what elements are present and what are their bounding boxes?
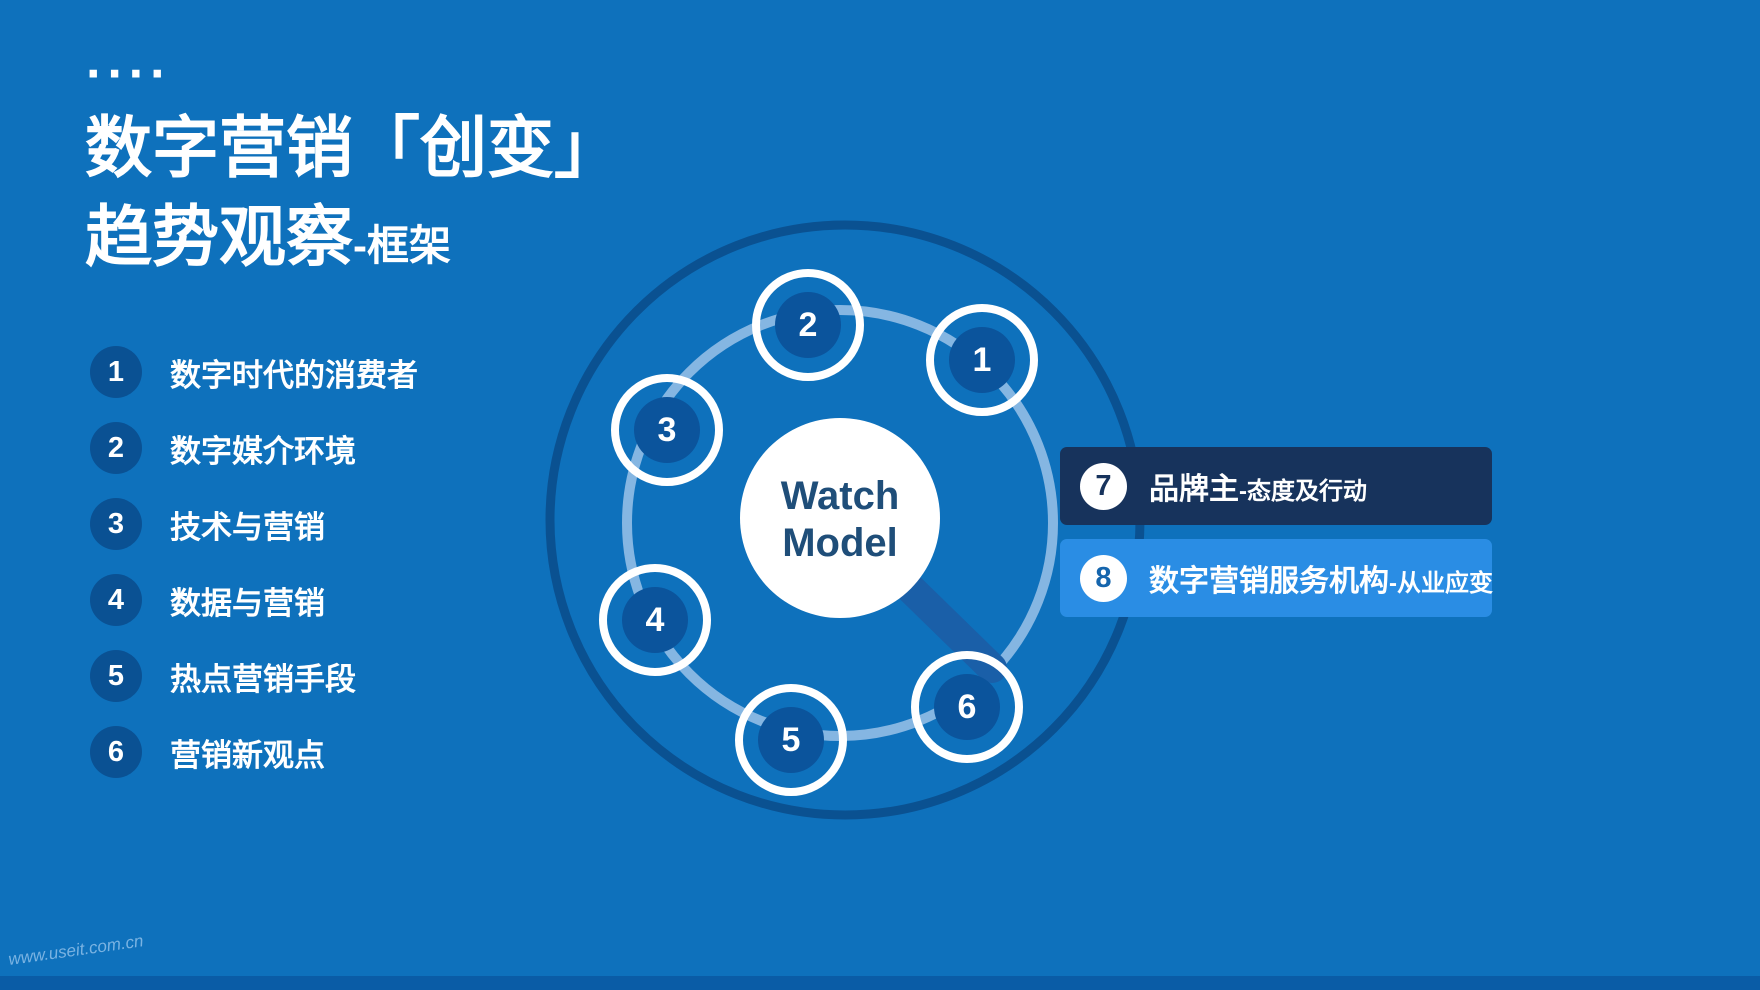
list-item-label: 数字时代的消费者 xyxy=(170,357,418,393)
center-model-label: Watch Model xyxy=(740,473,940,567)
callout-title: 品牌主 xyxy=(1149,473,1239,506)
diagram-node-number: 5 xyxy=(758,707,824,773)
diagram-node-number: 1 xyxy=(949,327,1015,393)
page-title-line1: 数字营销「创变」 xyxy=(85,111,621,186)
list-item-number-badge: 4 xyxy=(90,574,142,626)
diagram-node-3: 3 xyxy=(611,374,723,486)
list-item: 5 热点营销手段 xyxy=(90,650,418,702)
callout-text: 品牌主-态度及行动 xyxy=(1149,464,1367,508)
center-model-label-line2: Model xyxy=(782,521,898,566)
list-item-label: 数据与营销 xyxy=(170,585,325,621)
diagram-node-6: 6 xyxy=(911,651,1023,763)
callout-box-7: 7 品牌主-态度及行动 xyxy=(1060,447,1492,525)
callout-number-badge: 8 xyxy=(1080,554,1127,602)
list-item-label: 数字媒介环境 xyxy=(170,433,356,469)
diagram-node-4: 4 xyxy=(599,564,711,676)
topic-list: 1 数字时代的消费者 2 数字媒介环境 3 技术与营销 4 数据与营销 5 热点… xyxy=(90,346,418,802)
diagram-node-number: 3 xyxy=(634,397,700,463)
list-item-label: 技术与营销 xyxy=(170,509,325,545)
diagram-node-2: 2 xyxy=(752,269,864,381)
decorative-dots: ···· xyxy=(86,45,172,103)
callout-number-badge: 7 xyxy=(1080,462,1127,510)
diagram-node-number: 4 xyxy=(622,587,688,653)
diagram-node-number: 6 xyxy=(934,674,1000,740)
watermark-text: www.useit.com.cn xyxy=(7,931,145,970)
list-item-number-badge: 6 xyxy=(90,726,142,778)
diagram-node-number: 2 xyxy=(775,292,841,358)
list-item: 2 数字媒介环境 xyxy=(90,422,418,474)
list-item: 3 技术与营销 xyxy=(90,498,418,550)
list-item: 4 数据与营销 xyxy=(90,574,418,626)
callout-title: 数字营销服务机构 xyxy=(1149,565,1389,598)
center-model-label-line1: Watch xyxy=(780,474,900,518)
list-item-number-badge: 3 xyxy=(90,498,142,550)
page-title-line2: 趋势观察-框架 xyxy=(85,193,621,282)
list-item-label: 营销新观点 xyxy=(170,737,325,773)
list-item-number-badge: 2 xyxy=(90,422,142,474)
diagram-node-1: 1 xyxy=(926,304,1038,416)
callout-suffix: -从业应变 xyxy=(1389,570,1493,597)
list-item-label: 热点营销手段 xyxy=(170,661,356,697)
page-title: 数字营销「创变」 趋势观察-框架 xyxy=(85,104,621,282)
bottom-accent-bar xyxy=(0,976,1760,990)
callout-text: 数字营销服务机构-从业应变 xyxy=(1149,556,1493,600)
page-title-suffix: -框架 xyxy=(353,222,451,270)
list-item: 1 数字时代的消费者 xyxy=(90,346,418,398)
list-item: 6 营销新观点 xyxy=(90,726,418,778)
callout-suffix: -态度及行动 xyxy=(1239,478,1367,505)
diagram-node-5: 5 xyxy=(735,684,847,796)
list-item-number-badge: 5 xyxy=(90,650,142,702)
page-title-line2-main: 趋势观察 xyxy=(85,200,353,276)
list-item-number-badge: 1 xyxy=(90,346,142,398)
callout-box-8: 8 数字营销服务机构-从业应变 xyxy=(1060,539,1493,617)
